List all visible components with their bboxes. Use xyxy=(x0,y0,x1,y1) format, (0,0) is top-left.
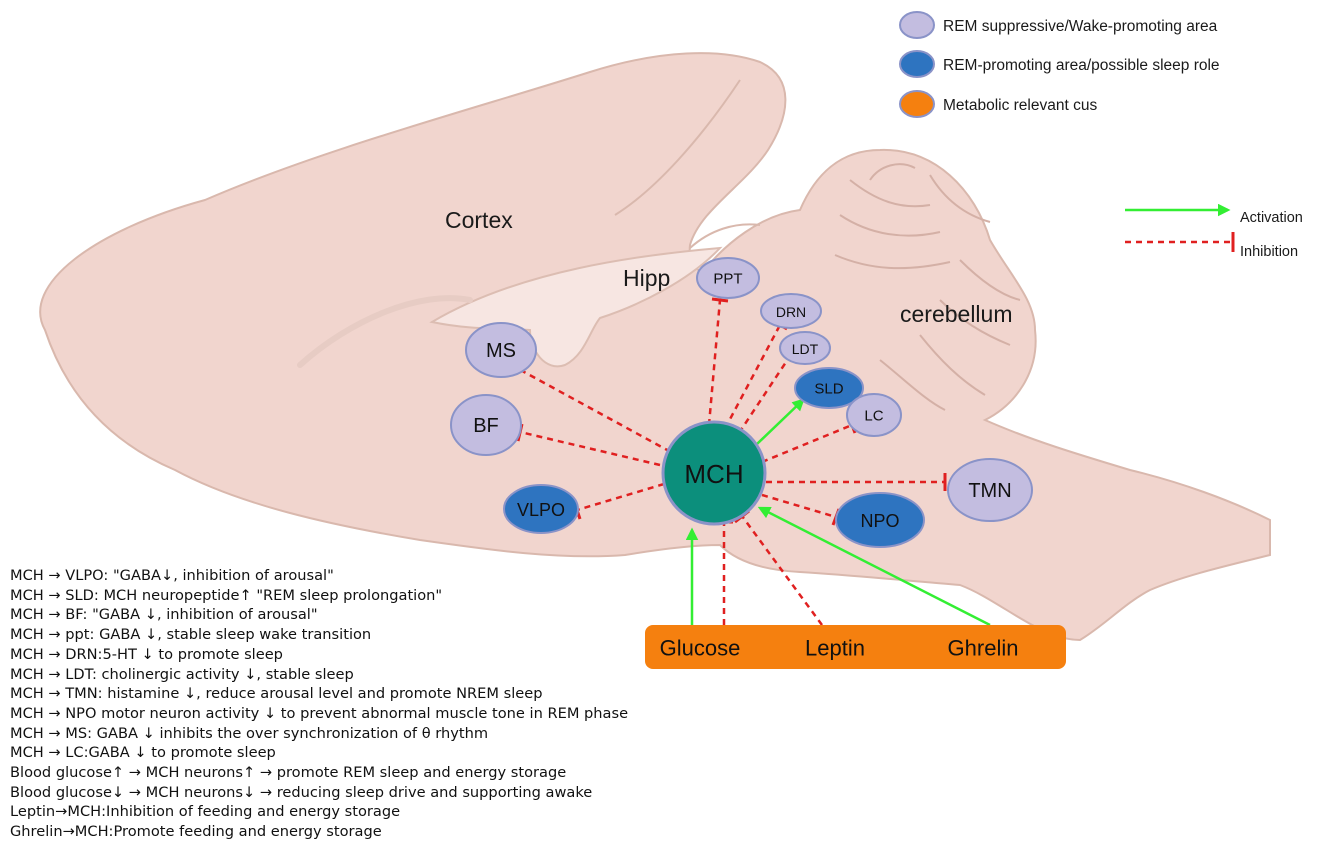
node-drn: DRN xyxy=(760,293,822,329)
cortex-fold-line xyxy=(614,79,741,216)
legend-item-wake: REM suppressive/Wake-promoting area xyxy=(899,11,1218,39)
legend-inhibition: Inhibition xyxy=(1125,232,1298,260)
ghrelin-label: Ghrelin xyxy=(948,636,1019,661)
cortex-fold-line-2 xyxy=(689,223,761,249)
leptin-label: Leptin xyxy=(805,636,865,661)
inhibition-mch-tmn xyxy=(766,473,947,491)
note-line: MCH → LDT: cholinergic activity ↓, stabl… xyxy=(10,665,354,683)
note-line: MCH → MS: GABA ↓ inhibits the over synch… xyxy=(10,724,489,742)
activation-mch-sld xyxy=(756,398,805,445)
mechanism-notes: MCH → VLPO: "GABA↓, inhibition of arousa… xyxy=(10,566,628,842)
node-tmn: TMN xyxy=(947,458,1033,522)
note-line: MCH → VLPO: "GABA↓, inhibition of arousa… xyxy=(10,567,334,584)
note-line: MCH → NPO motor neuron activity ↓ to pre… xyxy=(10,704,629,722)
note-line: Blood glucose↑ → MCH neurons↑ → promote … xyxy=(10,764,567,782)
note-line: Ghrelin→MCH:Promote feeding and energy s… xyxy=(10,823,382,841)
node-mch: MCH xyxy=(661,420,767,526)
activation-ghrelin-mch xyxy=(757,506,991,627)
node-npo: NPO xyxy=(835,492,925,548)
node-lc: LC xyxy=(846,393,902,437)
node-ppt-label: PPT xyxy=(713,271,742,288)
legend-item-sleep: REM-promoting area/possible sleep role xyxy=(899,50,1220,78)
arrow-legend: Activation Inhibition xyxy=(1125,203,1303,260)
node-vlpo: VLPO xyxy=(503,484,579,534)
cortex-label: Cortex xyxy=(445,207,513,233)
note-line: MCH → LC:GABA ↓ to promote sleep xyxy=(10,744,276,762)
legend-item-wake-label: REM suppressive/Wake-promoting area xyxy=(943,18,1218,35)
hippocampus-line xyxy=(297,295,473,368)
note-line: Blood glucose↓ → MCH neurons↓ → reducing… xyxy=(10,783,593,801)
legend-activation-label: Activation xyxy=(1240,210,1303,226)
node-sld: SLD xyxy=(794,367,864,409)
cerebellum-folia xyxy=(834,163,1021,411)
node-drn-label: DRN xyxy=(776,304,806,320)
note-line: MCH → ppt: GABA ↓, stable sleep wake tra… xyxy=(10,626,372,644)
node-ldt-label: LDT xyxy=(792,341,819,357)
legend-item-sleep-label: REM-promoting area/possible sleep role xyxy=(943,57,1220,74)
node-npo-label: NPO xyxy=(860,511,899,531)
note-line: MCH → TMN: histamine ↓, reduce arousal l… xyxy=(10,685,543,703)
node-vlpo-label: VLPO xyxy=(517,500,565,520)
note-line: MCH → BF: "GABA ↓, inhibition of arousal… xyxy=(10,606,318,624)
inhibition-mch-ppt xyxy=(706,297,729,437)
note-line: MCH → DRN:5-HT ↓ to promote sleep xyxy=(10,645,283,663)
legend-activation: Activation xyxy=(1125,203,1303,226)
brain-body-shape xyxy=(39,52,1271,642)
brain-silhouette xyxy=(39,52,1271,642)
node-ldt: LDT xyxy=(779,331,831,365)
hippocampus-curve xyxy=(429,246,723,368)
legend-inhibition-label: Inhibition xyxy=(1240,244,1298,260)
node-ms-label: MS xyxy=(486,340,516,362)
node-ms: MS xyxy=(465,322,537,378)
node-sld-label: SLD xyxy=(814,381,843,398)
glucose-label: Glucose xyxy=(660,636,741,661)
note-line: Leptin→MCH:Inhibition of feeding and ene… xyxy=(10,803,401,821)
metabolic-box: Glucose Leptin Ghrelin xyxy=(645,625,1066,669)
node-bf-label: BF xyxy=(473,415,499,437)
node-lc-label: LC xyxy=(864,408,883,425)
legend-item-metabolic: Metabolic relevant cus xyxy=(899,90,1097,118)
cerebellum-label: cerebellum xyxy=(900,301,1013,327)
note-line: MCH → SLD: MCH neuropeptide↑ "REM sleep … xyxy=(10,586,443,604)
node-ppt: PPT xyxy=(696,257,760,299)
hipp-label: Hipp xyxy=(623,265,670,291)
node-mch-label: MCH xyxy=(684,459,743,489)
legend-item-metabolic-label: Metabolic relevant cus xyxy=(943,97,1097,114)
node-legend: REM suppressive/Wake-promoting area REM-… xyxy=(899,11,1220,118)
node-bf: BF xyxy=(450,394,522,456)
node-tmn-label: TMN xyxy=(968,480,1011,502)
